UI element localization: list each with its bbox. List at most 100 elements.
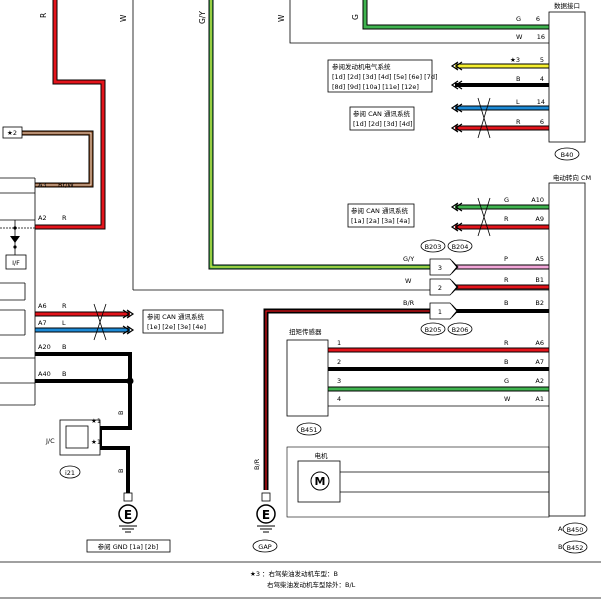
pin-a3: A3 bbox=[38, 181, 47, 189]
star2-label: ★2 bbox=[7, 129, 17, 137]
dlc-title: 数据接口 bbox=[554, 1, 580, 10]
wire-a40-color: B bbox=[62, 370, 66, 378]
pin-a7-left: A7 bbox=[38, 319, 47, 327]
junction-code-b203: B203 bbox=[425, 243, 442, 251]
wire-label-w-top: W bbox=[119, 14, 128, 22]
dlc-wire-l: L bbox=[516, 98, 520, 106]
dlc-wire-star3: ★3 bbox=[510, 56, 520, 64]
ts-pin-1: 1 bbox=[337, 339, 341, 347]
ts-pin-3: 3 bbox=[337, 377, 341, 385]
dlc-pin-14: 14 bbox=[537, 98, 545, 106]
gap-ground-symbol: E bbox=[262, 508, 270, 522]
ref-can-mid-box bbox=[347, 203, 415, 228]
ecm-left-block bbox=[0, 177, 36, 406]
eps-code-a: B450 bbox=[567, 526, 584, 534]
ref-can-left-line1: [1e] [2e] [3e] [4e] bbox=[147, 323, 206, 331]
dlc-wire-w: W bbox=[516, 33, 523, 41]
wire-jc-b2: B bbox=[117, 469, 125, 473]
junction-code-b204: B204 bbox=[452, 243, 469, 251]
ref-can-mid-line1: [1a] [2a] [3a] [4a] bbox=[351, 217, 410, 225]
left-ground-symbol: E bbox=[124, 508, 132, 522]
ref-engine-title: 参阅发动机电气系统 bbox=[332, 62, 391, 71]
ref-can-mid-title: 参阅 CAN 通讯系统 bbox=[351, 206, 408, 215]
ref-engine-line2: [8d] [9d] [10a] [11e] [12e] bbox=[332, 83, 419, 91]
junction-block bbox=[429, 258, 459, 320]
wire-a3-color: Br/W bbox=[58, 181, 74, 189]
star1-upper: ★1 bbox=[91, 417, 101, 425]
junction-pin-2: 2 bbox=[438, 284, 442, 292]
junction-pin-3: 3 bbox=[438, 264, 442, 272]
ts-wire-g: G bbox=[504, 377, 509, 385]
wire-label-w2-top: W bbox=[277, 14, 286, 22]
eps-pin-b: B bbox=[558, 543, 562, 551]
ref-engine-box bbox=[327, 59, 433, 93]
dlc-wire-r: R bbox=[516, 118, 521, 126]
footnote-line2: 右驾柴油发动机车型除外：B/L bbox=[267, 580, 356, 589]
wire-brw-a3 bbox=[22, 130, 94, 188]
if-label: I/F bbox=[12, 259, 20, 267]
dlc-wire-g: G bbox=[516, 15, 521, 23]
dlc-wire-b: B bbox=[516, 75, 520, 83]
torque-sensor bbox=[286, 339, 329, 417]
eps-pin-a2: A2 bbox=[535, 377, 544, 385]
eps-pin-a9: A9 bbox=[535, 215, 544, 223]
ts-pin-4: 4 bbox=[337, 395, 341, 403]
pin-a40: A40 bbox=[38, 370, 51, 378]
ts-wire-b: B bbox=[504, 358, 508, 366]
ref-can-left-box bbox=[142, 309, 224, 334]
ref-can-left-title: 参阅 CAN 通讯系统 bbox=[147, 312, 204, 321]
junction-wire-gy: G/Y bbox=[403, 255, 414, 263]
eps-wire-p: P bbox=[504, 255, 508, 263]
eps-pin-a10: A10 bbox=[531, 196, 544, 204]
eps-pin-a7: A7 bbox=[535, 358, 544, 366]
eps-wire-g: G bbox=[504, 196, 509, 204]
eps-wire-r: R bbox=[504, 215, 509, 223]
dlc-pin-5: 5 bbox=[540, 56, 544, 64]
gap-code: GAP bbox=[258, 543, 271, 551]
ref-can-top-box bbox=[349, 106, 415, 131]
motor-title: 电机 bbox=[315, 451, 329, 460]
eps-pin-b2: B2 bbox=[535, 299, 544, 307]
torque-title: 扭矩传感器 bbox=[289, 327, 322, 336]
eps-pin-a1: A1 bbox=[535, 395, 544, 403]
eps-pin-a5: A5 bbox=[535, 255, 544, 263]
junction-wire-br: B/R bbox=[403, 299, 415, 307]
ts-pin-2: 2 bbox=[337, 358, 341, 366]
eps-pin-b1: B1 bbox=[535, 276, 544, 284]
wire-a7-color: L bbox=[62, 319, 66, 327]
wire-jc-b1: B bbox=[117, 411, 125, 415]
eps-wire-r2: R bbox=[504, 276, 509, 284]
star1-lower: ★1 bbox=[91, 438, 101, 446]
eps-wire-b: B bbox=[504, 299, 508, 307]
eps-cm bbox=[548, 182, 586, 517]
eps-title: 电动转向 CM bbox=[553, 173, 591, 182]
dlc-connector bbox=[548, 11, 586, 143]
footnote-line1: ★3 ：右驾柴油发动机车型：B bbox=[250, 569, 338, 578]
ts-wire-r: R bbox=[504, 339, 509, 347]
ts-wire-w: W bbox=[504, 395, 511, 403]
wire-label-r-top: R bbox=[39, 13, 48, 18]
wire-a2-color: R bbox=[62, 214, 67, 222]
wire-label-gy-top: G/Y bbox=[198, 11, 207, 24]
eps-pin-a: A bbox=[558, 525, 563, 533]
eps-pin-a6: A6 bbox=[535, 339, 544, 347]
dlc-code: B40 bbox=[561, 151, 574, 159]
pin-a20: A20 bbox=[38, 343, 51, 351]
ref-gnd-box bbox=[86, 539, 171, 553]
motor-symbol: M bbox=[315, 475, 326, 488]
dlc-pin-16: 16 bbox=[537, 33, 545, 41]
eps-code-b: B452 bbox=[567, 544, 584, 552]
ref-gnd-text: 参阅 GND [1a] [2b] bbox=[98, 542, 159, 551]
dlc-pin-6a: 6 bbox=[536, 15, 540, 23]
wire-a6-color: R bbox=[62, 302, 67, 310]
ref-can-top-line1: [1d] [2d] [3d] [4d] bbox=[353, 120, 413, 128]
dlc-pin-4: 4 bbox=[540, 75, 544, 83]
junction-code-b205: B205 bbox=[425, 326, 442, 334]
junction-wire-w: W bbox=[405, 277, 412, 285]
wire-label-g-top: G bbox=[351, 14, 360, 20]
wire-a20-color: B bbox=[62, 343, 66, 351]
jc-code: i21 bbox=[65, 469, 75, 477]
pin-a6-left: A6 bbox=[38, 302, 47, 310]
jc-label: J/C bbox=[45, 437, 55, 445]
dlc-pin-6b: 6 bbox=[540, 118, 544, 126]
